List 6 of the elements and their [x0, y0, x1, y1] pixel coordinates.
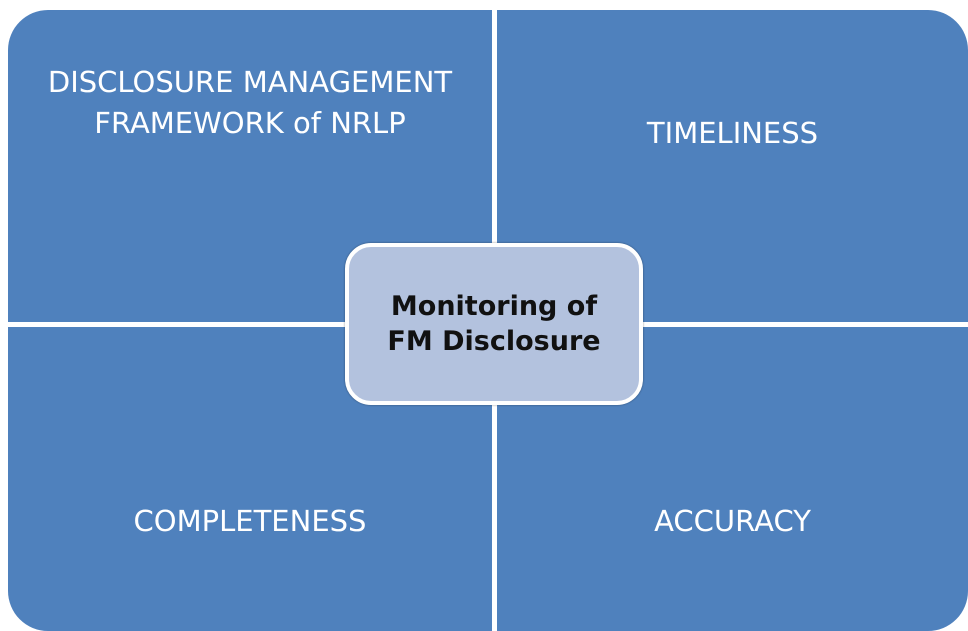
quadrant-label: COMPLETENESS — [134, 503, 366, 540]
center-label: Monitoring of FM Disclosure — [386, 290, 602, 359]
quadrant-label: DISCLOSURE MANAGEMENT FRAMEWORK of NRLP — [46, 64, 454, 142]
quadrant-label: TIMELINESS — [646, 115, 818, 152]
quadrant-label: ACCURACY — [654, 503, 811, 540]
center-box — [345, 243, 643, 405]
